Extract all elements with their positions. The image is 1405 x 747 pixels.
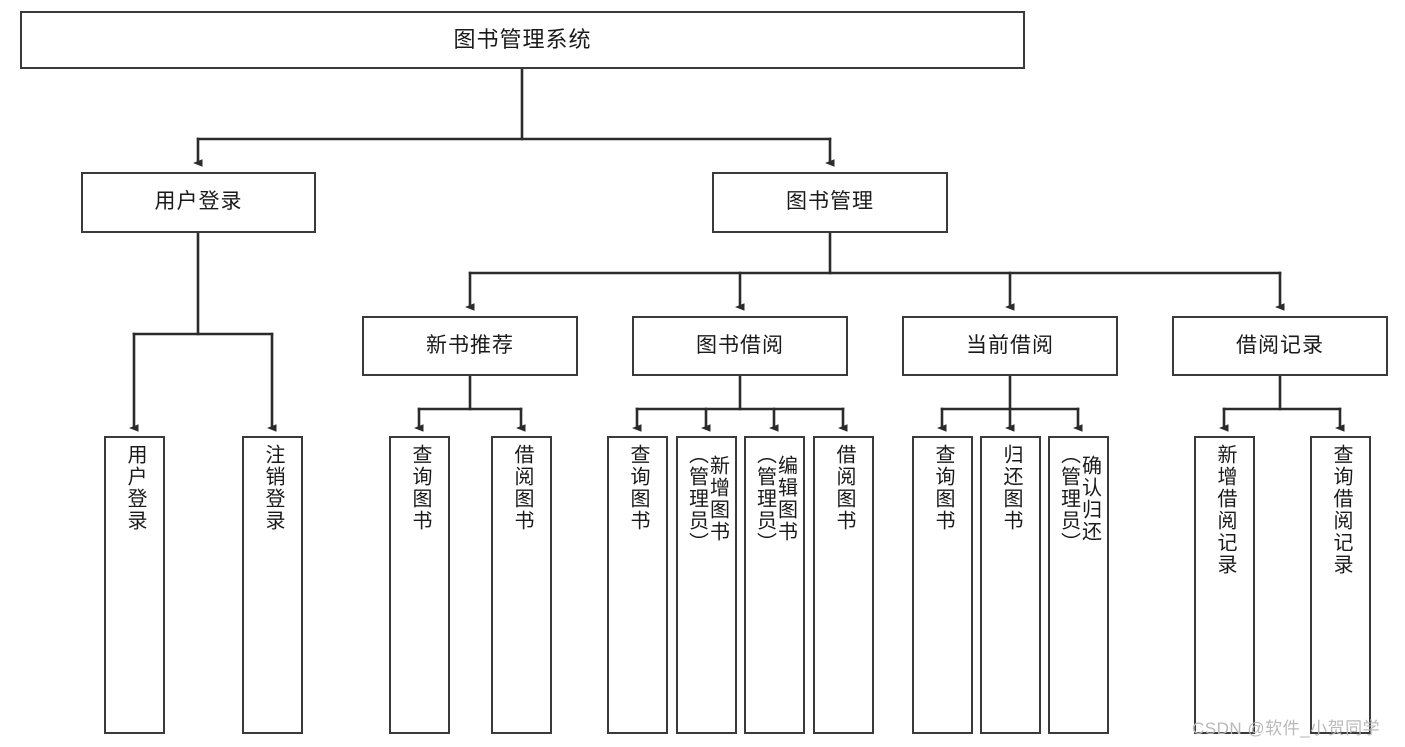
- node-label: 查询借阅记录: [1330, 444, 1352, 576]
- leaf-recommend-query-book[interactable]: 查询图书: [389, 436, 450, 734]
- leaf-borrow-borrow-book[interactable]: 借阅图书: [813, 436, 874, 734]
- leaf-borrow-edit-book-admin[interactable]: 编辑图书 （管理员）: [744, 436, 805, 734]
- leaf-current-return-book[interactable]: 归还图书: [980, 436, 1041, 734]
- node-borrow-records[interactable]: 借阅记录: [1172, 316, 1388, 376]
- leaf-records-add-record[interactable]: 新增借阅记录: [1194, 436, 1255, 734]
- node-label: 查询图书: [409, 444, 431, 532]
- node-label: 用户登录: [154, 190, 243, 214]
- csdn-watermark: CSDN @软件_小贺同学: [1192, 719, 1381, 738]
- node-label: 借阅图书: [511, 444, 533, 532]
- node-label: 注销登录: [262, 444, 284, 532]
- node-root-system[interactable]: 图书管理系统: [20, 11, 1025, 69]
- node-label: 新增图书 （管理员）: [685, 444, 729, 554]
- leaf-user-login-login[interactable]: 用户登录: [104, 436, 165, 734]
- leaf-borrow-add-book-admin[interactable]: 新增图书 （管理员）: [676, 436, 737, 734]
- leaf-current-confirm-return-admin[interactable]: 确认归还 （管理员）: [1048, 436, 1109, 734]
- node-label: 编辑图书 （管理员）: [753, 444, 797, 554]
- leaf-records-query-record[interactable]: 查询借阅记录: [1310, 436, 1371, 734]
- leaf-current-query-book[interactable]: 查询图书: [912, 436, 973, 734]
- node-book-management[interactable]: 图书管理: [712, 172, 948, 233]
- leaf-user-login-logout[interactable]: 注销登录: [242, 436, 303, 734]
- leaf-borrow-query-book[interactable]: 查询图书: [607, 436, 668, 734]
- node-label: 新书推荐: [426, 333, 514, 357]
- node-label: 借阅图书: [833, 444, 855, 532]
- node-label: 归还图书: [1000, 444, 1022, 532]
- node-current-borrow[interactable]: 当前借阅: [902, 316, 1118, 376]
- node-label: 确认归还 （管理员）: [1057, 444, 1101, 554]
- node-book-borrow[interactable]: 图书借阅: [632, 316, 848, 376]
- node-new-book-recommend[interactable]: 新书推荐: [362, 316, 578, 376]
- node-label: 当前借阅: [966, 333, 1054, 357]
- node-label: 查询图书: [932, 444, 954, 532]
- node-label: 查询图书: [627, 444, 649, 532]
- node-label: 图书借阅: [696, 333, 784, 357]
- node-label: 用户登录: [124, 444, 146, 532]
- node-label: 新增借阅记录: [1214, 444, 1236, 576]
- node-user-login[interactable]: 用户登录: [81, 172, 316, 233]
- node-label: 图书管理系统: [453, 27, 592, 53]
- node-label: 图书管理: [786, 190, 874, 214]
- node-label: 借阅记录: [1236, 333, 1324, 357]
- leaf-recommend-borrow-book[interactable]: 借阅图书: [491, 436, 552, 734]
